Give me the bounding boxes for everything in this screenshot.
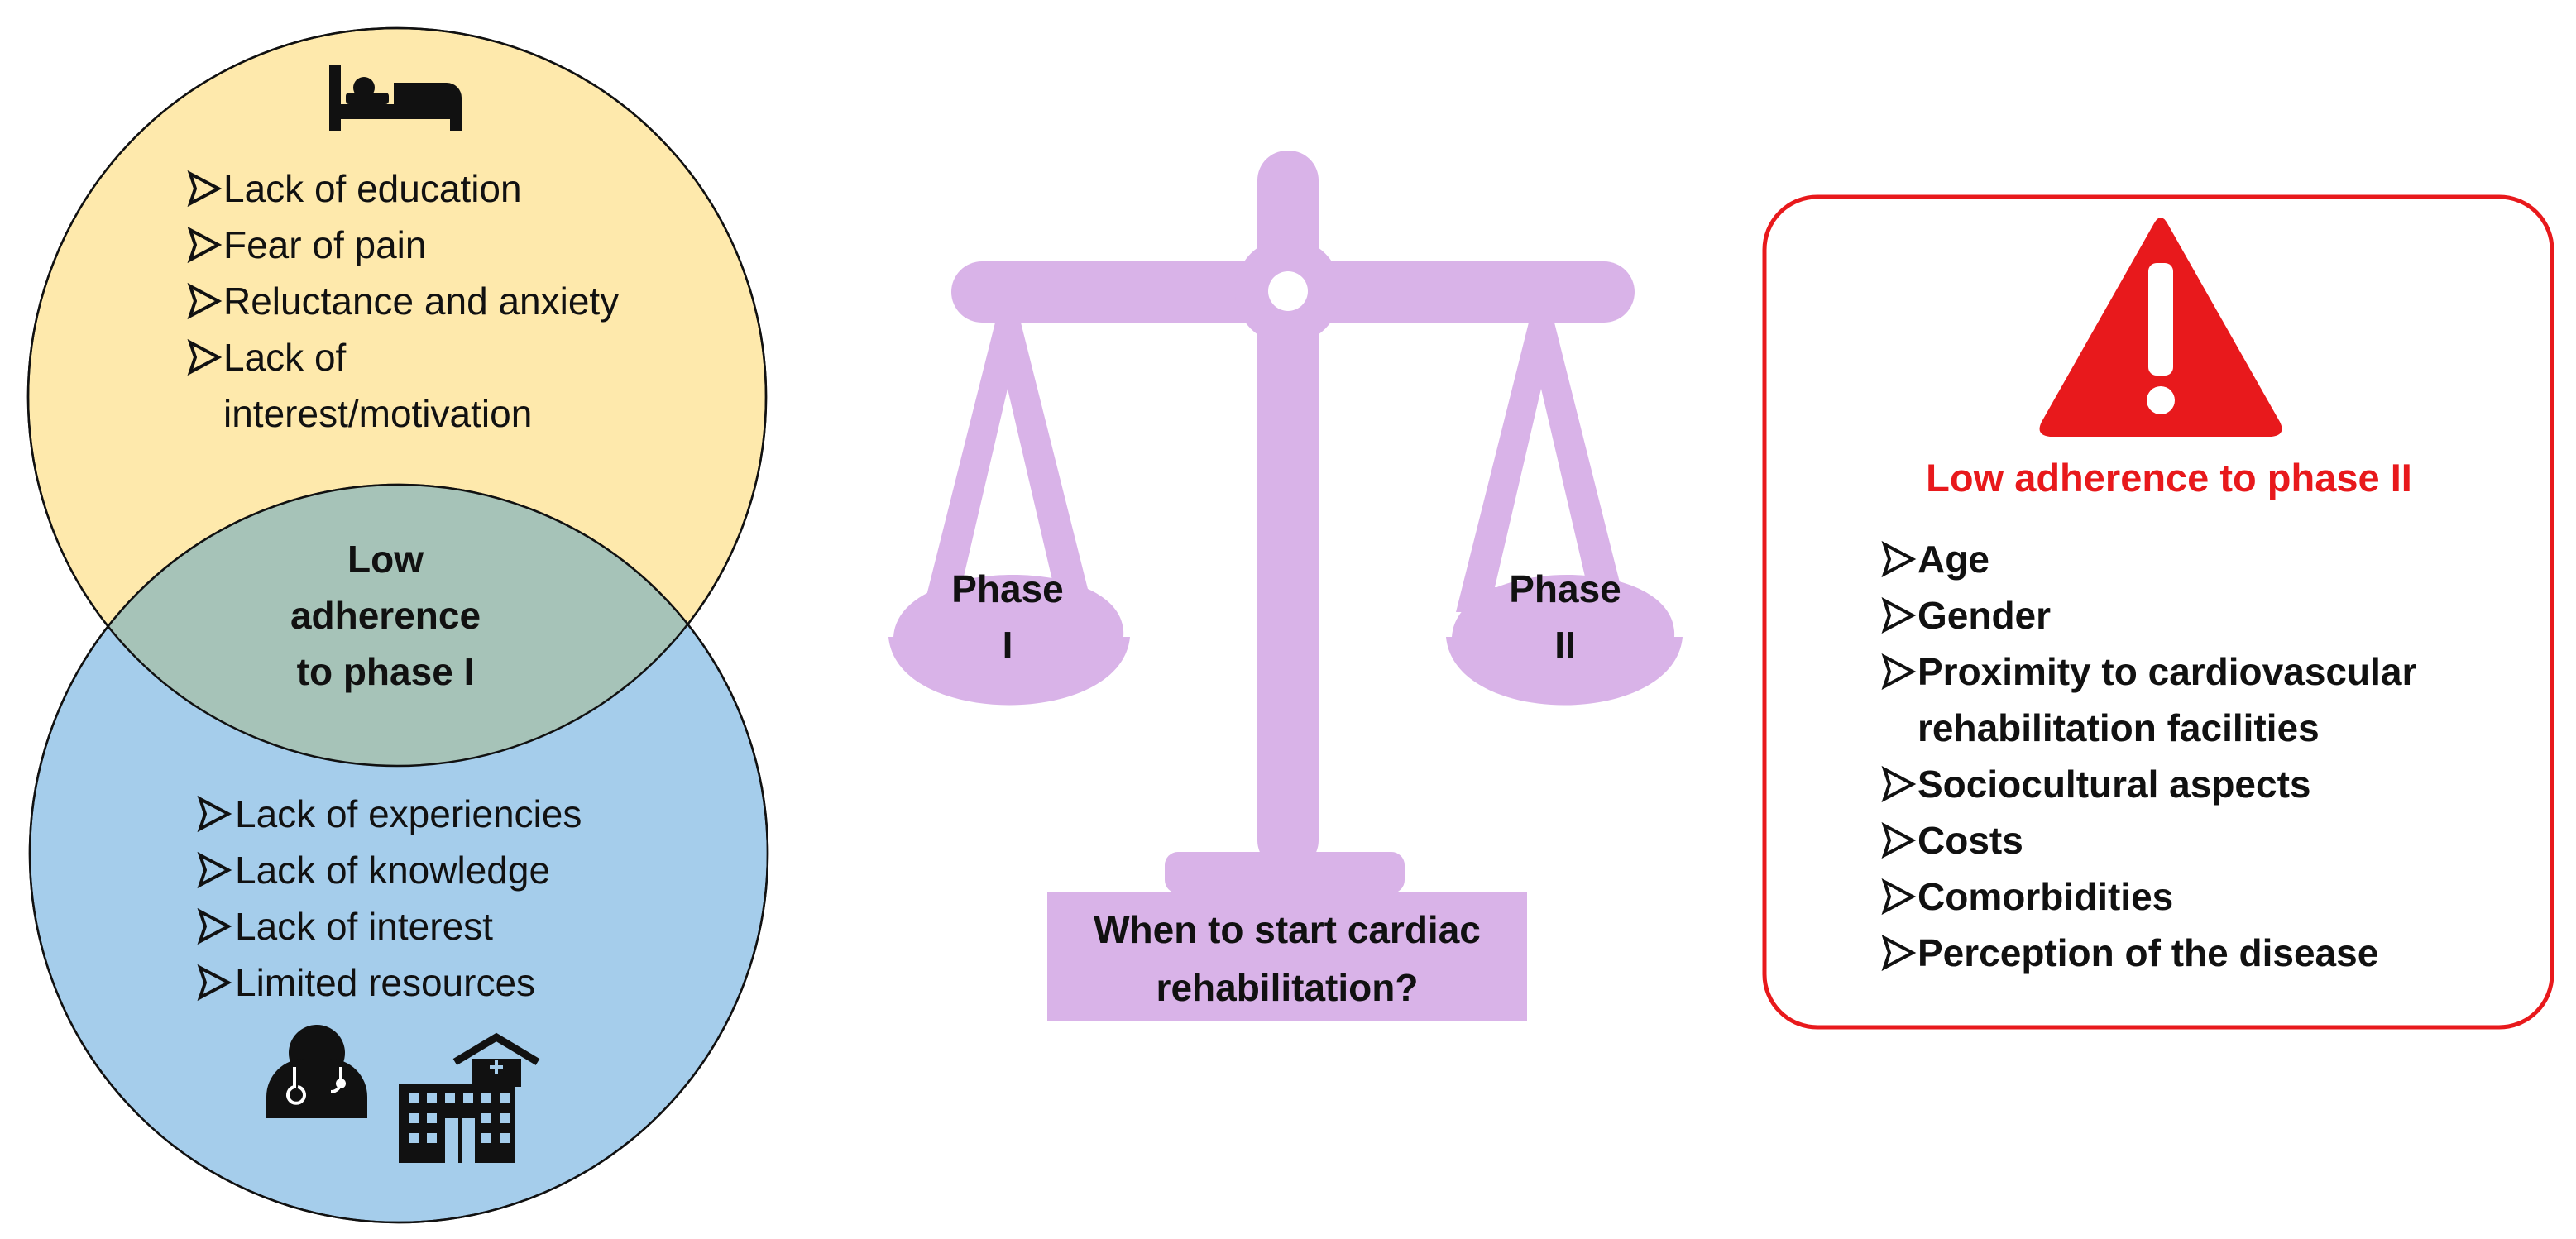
patient-barrier-item: Lack of bbox=[223, 336, 347, 379]
left-pan bbox=[888, 575, 1130, 706]
phase2-factor-item: Age bbox=[1918, 538, 1989, 581]
phase2-factor-item: Sociocultural aspects bbox=[1918, 763, 2311, 806]
overlap-label-line: to phase I bbox=[297, 650, 475, 693]
scale-base bbox=[1047, 892, 1527, 1021]
scale-question-line-1: When to start cardiac bbox=[1094, 908, 1481, 951]
phase2-panel: Low adherence to phase II AgeGenderProxi… bbox=[1762, 194, 2554, 1030]
provider-barrier-item: Lack of knowledge bbox=[235, 849, 550, 892]
phase2-factor-item: Perception of the disease bbox=[1918, 931, 2378, 974]
right-pan bbox=[1446, 575, 1683, 706]
provider-barrier-item: Lack of experiencies bbox=[235, 792, 582, 835]
doctor-icon bbox=[266, 1025, 367, 1118]
overlap-label: Low adherence to phase I bbox=[290, 538, 481, 693]
scale-question-line-2: rehabilitation? bbox=[1156, 966, 1419, 1009]
left-pan-label-1: Phase bbox=[951, 567, 1064, 610]
patient-barrier-item: Reluctance and anxiety bbox=[223, 280, 619, 323]
right-pan-label-2: II bbox=[1554, 624, 1576, 667]
hospital-bed-icon bbox=[329, 65, 462, 131]
warning-icon bbox=[2039, 218, 2282, 437]
hospital-building-icon bbox=[399, 1032, 540, 1163]
provider-barrier-item: Lack of interest bbox=[235, 905, 493, 948]
phase2-factor-item: Gender bbox=[1918, 594, 2051, 637]
overlap-label-line: Low bbox=[347, 538, 424, 581]
patient-barrier-item: Fear of pain bbox=[223, 223, 426, 266]
phase2-factor-item: Proximity to cardiovascular bbox=[1918, 650, 2416, 693]
provider-barrier-item: Limited resources bbox=[235, 961, 535, 1004]
overlap-region bbox=[30, 485, 766, 766]
balance-scale bbox=[888, 151, 1683, 1021]
phase2-factor-item: rehabilitation facilities bbox=[1918, 706, 2320, 749]
phase2-factor-item: Comorbidities bbox=[1918, 875, 2173, 918]
patient-barrier-item: Lack of education bbox=[223, 167, 522, 210]
overlap-label-line: adherence bbox=[290, 594, 481, 637]
phase2-panel-border bbox=[1762, 194, 2554, 1030]
phase2-title: Low adherence to phase II bbox=[1926, 456, 2412, 500]
patient-barrier-item: interest/motivation bbox=[223, 392, 532, 435]
left-pan-label-2: I bbox=[1003, 624, 1013, 667]
phase2-factor-item: Costs bbox=[1918, 819, 2023, 862]
right-pan-label-1: Phase bbox=[1509, 567, 1621, 610]
